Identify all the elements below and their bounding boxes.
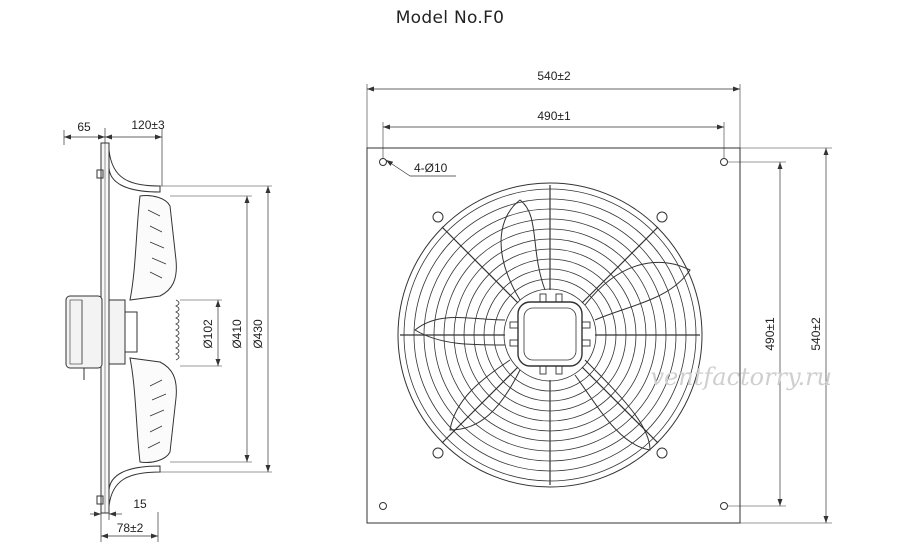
side-ring-top [108, 149, 161, 193]
label-motor-depth: 78±2 [117, 521, 144, 535]
side-blade-lower [129, 357, 177, 463]
hole-bottom-left [379, 502, 387, 510]
fan-guard [397, 182, 703, 488]
label-hub-diameter: Ø102 [201, 319, 215, 349]
side-view [63, 128, 272, 542]
side-motor-body [65, 295, 103, 369]
label-ring-diameter: Ø430 [251, 319, 265, 349]
watermark: ventfactorry.ru [651, 363, 832, 391]
side-bolt-top [96, 169, 104, 179]
label-height-outer: 540±2 [809, 317, 823, 351]
label-width-holes: 490±1 [537, 109, 571, 123]
label-depth-front: 65 [77, 120, 91, 134]
label-width-outer: 540±2 [537, 69, 571, 83]
hole-top-right [720, 158, 728, 166]
front-mounting-plate [366, 147, 741, 524]
drawing-title: Model No.F0 [395, 8, 505, 28]
label-depth-total: 120±3 [131, 118, 165, 132]
side-ring-bottom [108, 465, 161, 507]
hole-leader-line [385, 159, 411, 177]
side-bolt-bottom [96, 495, 104, 505]
label-height-holes: 490±1 [763, 317, 777, 351]
front-view [366, 84, 832, 524]
label-flange: 15 [133, 497, 147, 511]
fan-hub [517, 301, 583, 367]
fan-blades [414, 199, 691, 451]
hole-top-left [379, 158, 387, 166]
label-blade-diameter: Ø410 [230, 319, 244, 349]
hole-bottom-right [720, 502, 728, 510]
side-rotor-coil [175, 299, 180, 361]
label-hole-note: 4-Ø10 [414, 161, 448, 175]
side-blade-upper [129, 195, 177, 301]
side-motor-hub [108, 299, 126, 365]
